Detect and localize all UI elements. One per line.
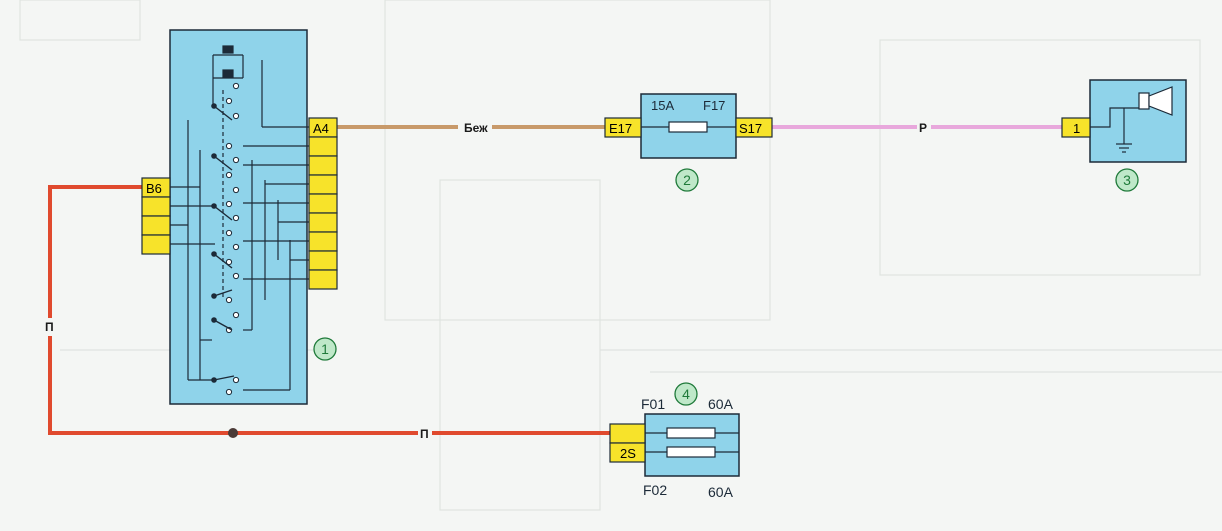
fuse1-label: F01	[641, 396, 665, 412]
switch-contact	[225, 171, 233, 179]
connector-pin	[308, 193, 338, 214]
wire-label-red-left: П	[45, 320, 54, 334]
pin-label-a4: A4	[313, 121, 329, 136]
fuse1-rating: 60A	[708, 396, 734, 412]
svg-text:2: 2	[683, 172, 691, 188]
switch-pivot	[211, 251, 217, 257]
switch-pivot	[211, 377, 217, 383]
connector-pin	[308, 269, 338, 290]
fuse-rating: 15A	[651, 98, 674, 113]
fuse2-label: F02	[643, 482, 667, 498]
fuse-block-body	[644, 413, 740, 477]
horn-unit: 1 3	[1061, 79, 1187, 192]
switch-lever	[213, 205, 233, 221]
switch-contact	[232, 376, 240, 384]
wire-label-beige: Беж	[464, 121, 488, 135]
switch-lever	[213, 319, 233, 331]
fuse-block: 2S F01 60A F02 60A 4	[609, 382, 740, 500]
wire-red	[48, 185, 610, 435]
connector-pin	[141, 234, 171, 255]
switch-unit: B6 A4	[141, 29, 338, 405]
pin-label-s17: S17	[739, 121, 762, 136]
connector-pin	[308, 231, 338, 252]
fuse-icon	[645, 427, 739, 458]
switch-lever	[213, 155, 233, 171]
switch-contact	[225, 229, 233, 237]
svg-text:1: 1	[321, 341, 329, 357]
fuse-15a: E17 S17 15A F17 2	[604, 93, 773, 192]
switch-contact	[225, 142, 233, 150]
switch-contact	[225, 97, 233, 105]
switch-contact	[225, 200, 233, 208]
switch-contact	[225, 258, 233, 266]
marker-3: 3	[1115, 168, 1139, 192]
switch-pivot	[211, 293, 217, 299]
switch-pivot	[211, 103, 217, 109]
fuse-label: F17	[703, 98, 725, 113]
connector-pin	[308, 250, 338, 271]
switch-contact	[232, 272, 240, 280]
switch-contact	[232, 156, 240, 164]
marker-2: 2	[675, 168, 699, 192]
wire-label-pink: P	[919, 121, 927, 135]
connector-pin	[141, 215, 171, 236]
switch-pivot	[211, 317, 217, 323]
switch-lever	[213, 105, 233, 121]
wire-labels: Беж P П П	[43, 119, 931, 441]
switch-contact	[232, 214, 240, 222]
connector-a: A4	[308, 117, 338, 290]
pin-label-1: 1	[1073, 121, 1080, 136]
svg-text:4: 4	[682, 386, 690, 402]
switch-pivot	[211, 153, 217, 159]
svg-text:3: 3	[1123, 172, 1131, 188]
connector-pin	[308, 212, 338, 233]
wire-junction-dot	[228, 428, 238, 438]
pin-label-b6: B6	[146, 181, 162, 196]
wire-label-red-bottom: П	[420, 427, 429, 441]
pin-label-e17: E17	[609, 121, 632, 136]
switch-contact	[225, 388, 233, 396]
switch-contact	[225, 296, 233, 304]
switch-lever	[213, 375, 235, 381]
connector-b: B6	[141, 177, 171, 255]
fuse-icon	[641, 121, 736, 133]
fuse2-rating: 60A	[708, 484, 734, 500]
connector-pin	[609, 423, 646, 444]
switch-contact	[232, 243, 240, 251]
pin-label-2s: 2S	[620, 446, 636, 461]
switch-contact	[232, 311, 240, 319]
switch-lever	[213, 289, 233, 297]
marker-4: 4	[674, 382, 698, 406]
connector-pin	[308, 174, 338, 195]
switch-contact	[232, 82, 240, 90]
marker-1: 1	[313, 337, 337, 361]
switch-contact	[232, 186, 240, 194]
switch-schematic	[170, 45, 309, 396]
switch-contact	[232, 112, 240, 120]
connector-pin	[308, 155, 338, 176]
ground-icon	[1090, 107, 1139, 153]
connector-pin	[141, 196, 171, 217]
connector-pin	[308, 136, 338, 157]
switch-lever	[213, 253, 233, 269]
wires	[48, 125, 1062, 438]
horn-icon	[1138, 86, 1173, 116]
